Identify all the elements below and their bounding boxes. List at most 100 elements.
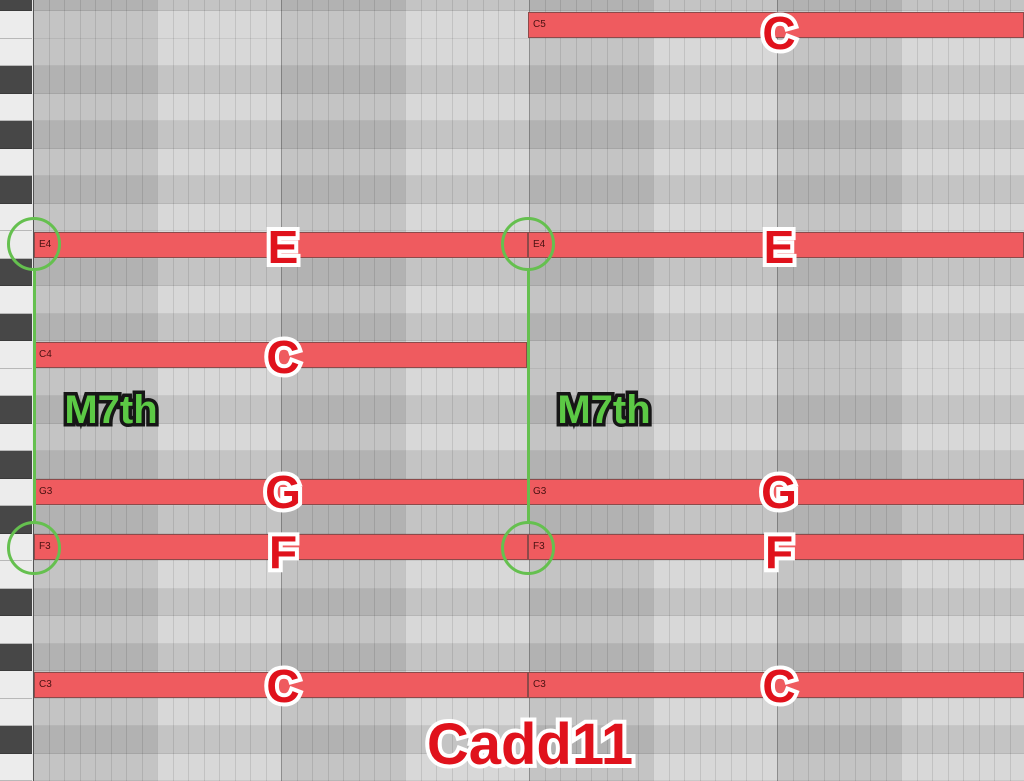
interval-label: M7th — [61, 387, 161, 434]
midi-note-c3[interactable]: C3 — [528, 671, 1024, 698]
midi-note-g3[interactable]: G3 — [528, 479, 1024, 505]
highlight-circle — [501, 217, 555, 271]
piano-key-fsharp4[interactable] — [0, 176, 32, 204]
grid-line — [731, 0, 732, 781]
grid-row[interactable] — [33, 671, 1024, 699]
piano-key-b3[interactable] — [0, 368, 32, 396]
grid-line — [204, 0, 205, 781]
piano-key-b2[interactable] — [0, 698, 32, 726]
piano-key-gsharp3[interactable] — [0, 451, 32, 479]
grid-row[interactable] — [33, 616, 1024, 644]
chord-name-title: Cadd11 — [423, 712, 637, 778]
piano-key-csharp4[interactable] — [0, 313, 32, 341]
grid-row[interactable] — [33, 121, 1024, 149]
grid-line — [483, 0, 484, 781]
beat-shade — [33, 0, 157, 781]
grid-row[interactable] — [33, 0, 1024, 11]
grid-line — [405, 0, 406, 781]
grid-line — [715, 0, 716, 781]
grid-line — [793, 0, 794, 781]
grid-line — [963, 0, 964, 781]
grid-line — [948, 0, 949, 781]
grid-line — [297, 0, 298, 781]
piano-key-c3[interactable] — [0, 671, 32, 699]
piano-key-asharp3[interactable] — [0, 396, 32, 424]
grid-row[interactable] — [33, 11, 1024, 39]
grid-line — [653, 0, 654, 781]
grid-line — [80, 0, 81, 781]
grid-line — [266, 0, 267, 781]
beat-shade — [901, 0, 1024, 781]
note-name-label: C — [758, 6, 799, 60]
note-name-label: G — [757, 465, 801, 519]
grid-row[interactable] — [33, 561, 1024, 589]
grid-line — [188, 0, 189, 781]
midi-note-g3[interactable]: G3 — [34, 479, 528, 505]
grid-line — [622, 0, 623, 781]
grid-line — [762, 0, 763, 781]
midi-note-c3[interactable]: C3 — [34, 671, 528, 698]
piano-key-dsharp3[interactable] — [0, 588, 32, 616]
midi-note-c4[interactable]: C4 — [34, 341, 527, 368]
interval-label: M7th — [554, 387, 654, 434]
piano-key-csharp5[interactable] — [0, 0, 32, 11]
piano-key-gsharp4[interactable] — [0, 121, 32, 149]
piano-key-b4[interactable] — [0, 38, 32, 66]
midi-note-c5[interactable]: C5 — [528, 11, 1024, 38]
grid-row[interactable] — [33, 39, 1024, 66]
grid-line — [111, 0, 112, 781]
midi-note-e4[interactable]: E4 — [528, 231, 1024, 258]
piano-key-asharp2[interactable] — [0, 726, 32, 754]
grid-line — [1010, 0, 1011, 781]
grid-line — [560, 0, 561, 781]
grid-line — [421, 0, 422, 781]
midi-note-e4[interactable]: E4 — [34, 231, 528, 258]
grid-line — [684, 0, 685, 781]
grid-line — [343, 0, 344, 781]
piano-key-a4[interactable] — [0, 93, 32, 121]
beat-shade — [281, 0, 405, 781]
piano-key-asharp4[interactable] — [0, 66, 32, 94]
grid-line — [901, 0, 902, 781]
grid-line — [839, 0, 840, 781]
grid-line — [917, 0, 918, 781]
grid-line — [638, 0, 639, 781]
grid-row[interactable] — [33, 726, 1024, 754]
piano-key-g4[interactable] — [0, 148, 32, 176]
grid-line — [886, 0, 887, 781]
note-grid[interactable] — [33, 0, 1024, 781]
grid-row[interactable] — [33, 94, 1024, 121]
grid-row[interactable] — [33, 149, 1024, 176]
note-name-label: F — [761, 525, 797, 579]
grid-row[interactable] — [33, 643, 1024, 671]
grid-line — [979, 0, 980, 781]
grid-line — [514, 0, 515, 781]
grid-row[interactable] — [33, 66, 1024, 94]
grid-line — [545, 0, 546, 781]
midi-note-f3[interactable]: F3 — [528, 534, 1024, 560]
piano-key-d3[interactable] — [0, 616, 32, 644]
note-label: C3 — [39, 678, 52, 690]
grid-line — [374, 0, 375, 781]
piano-key-d4[interactable] — [0, 286, 32, 314]
piano-key-a2[interactable] — [0, 753, 32, 781]
piano-key-g3[interactable] — [0, 478, 32, 506]
grid-row[interactable] — [33, 176, 1024, 204]
piano-keyboard[interactable] — [0, 0, 34, 781]
piano-key-c4[interactable] — [0, 341, 32, 369]
piano-key-c5[interactable] — [0, 11, 32, 39]
note-name-label: C — [262, 330, 303, 384]
grid-line — [467, 0, 468, 781]
grid-row[interactable] — [33, 699, 1024, 726]
piano-key-a3[interactable] — [0, 423, 32, 451]
interval-line — [33, 271, 36, 521]
grid-line — [390, 0, 391, 781]
note-label: C4 — [39, 348, 52, 360]
grid-line — [591, 0, 592, 781]
grid-row[interactable] — [33, 588, 1024, 616]
piano-key-csharp3[interactable] — [0, 643, 32, 671]
grid-line — [607, 0, 608, 781]
note-name-label: E — [264, 220, 303, 274]
grid-line — [700, 0, 701, 781]
